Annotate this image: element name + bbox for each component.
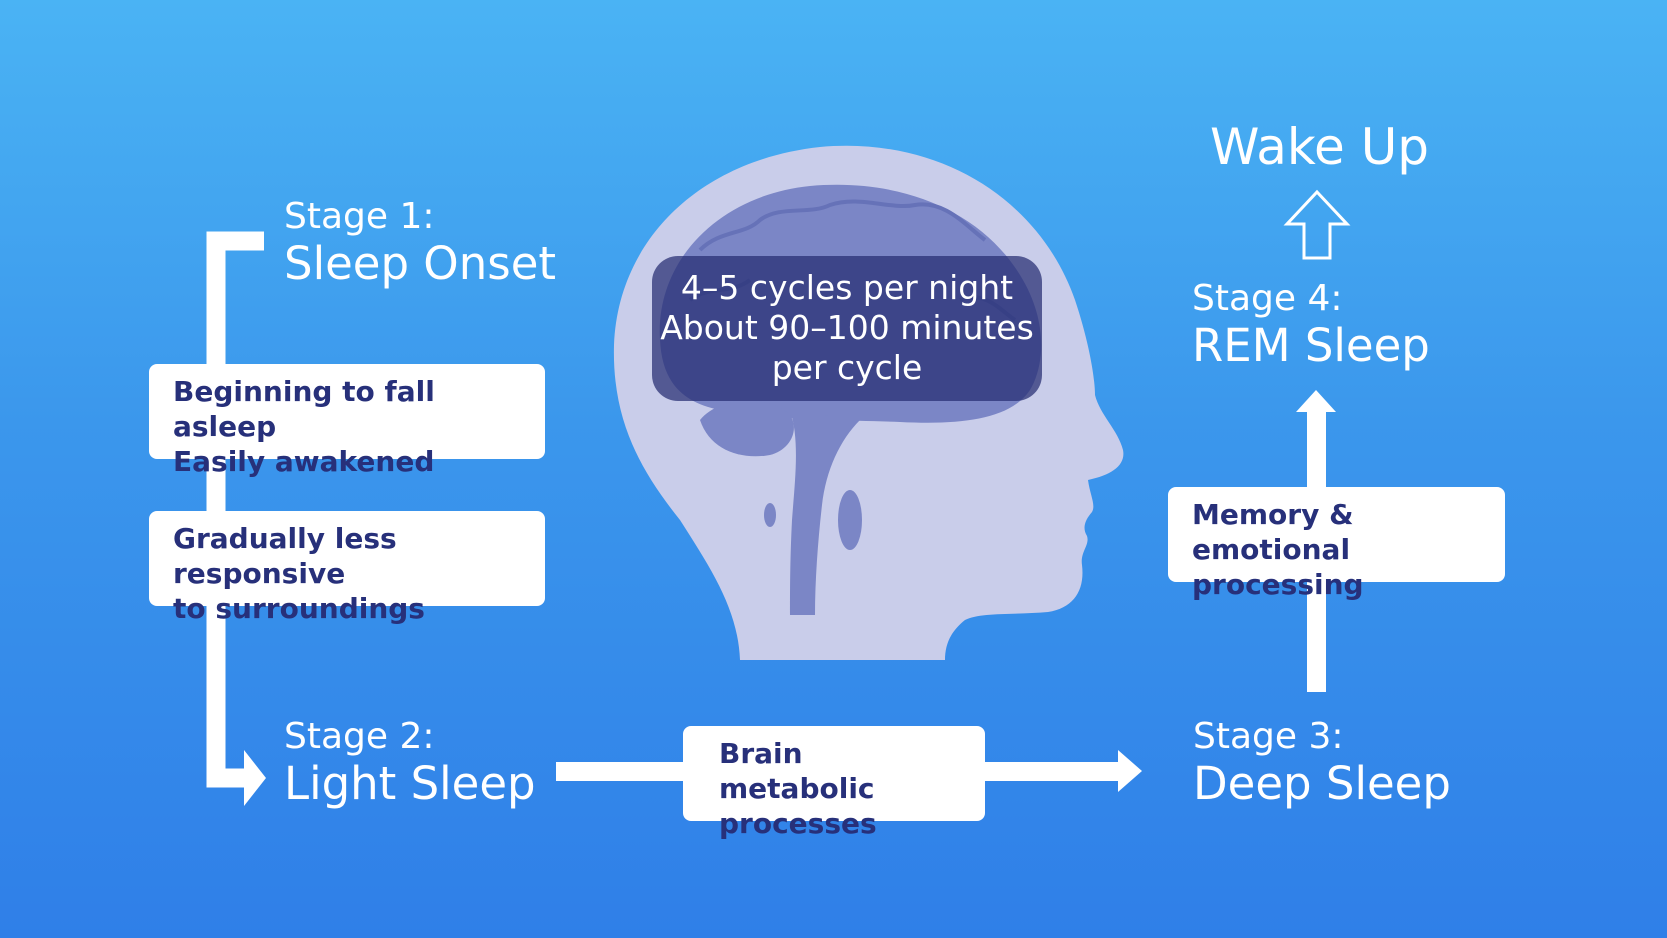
stage4-label: Stage 4: xyxy=(1192,278,1343,319)
card-metabolic: Brain metabolic processes xyxy=(683,726,985,840)
stage2-label: Stage 2: xyxy=(284,716,435,757)
card-memory-line1: Memory & emotional xyxy=(1192,498,1354,566)
cycle-info-line2: About 90–100 minutes xyxy=(660,308,1034,347)
cerebellum xyxy=(700,400,794,457)
wake-up-label: Wake Up xyxy=(1210,118,1430,176)
stage4-title: Stage 4: REM Sleep xyxy=(1192,280,1430,369)
stage4-name: REM Sleep xyxy=(1192,318,1430,372)
card-metabolic-line1: Brain metabolic xyxy=(719,737,875,805)
stage2-title: Stage 2: Light Sleep xyxy=(284,718,536,807)
brain-detail-2 xyxy=(764,503,776,527)
brainstem xyxy=(790,410,860,615)
head-silhouette-icon xyxy=(613,145,1124,660)
stage3-label: Stage 3: xyxy=(1193,716,1344,757)
stage2-name: Light Sleep xyxy=(284,756,536,810)
arrowhead-to-stage3 xyxy=(1118,750,1142,792)
card-memory-line2: processing xyxy=(1192,568,1364,601)
card-less-responsive-line2: to surroundings xyxy=(173,592,425,625)
arrowhead-to-stage2 xyxy=(244,750,266,806)
stage1-label: Stage 1: xyxy=(284,196,435,237)
arrowhead-to-stage4 xyxy=(1296,390,1336,412)
cycle-info-line1: 4–5 cycles per night xyxy=(680,268,1014,307)
card-falling-asleep-line1: Beginning to fall asleep xyxy=(173,375,435,443)
stage3-title: Stage 3: Deep Sleep xyxy=(1193,718,1451,807)
cycle-info-box: 4–5 cycles per night About 90–100 minute… xyxy=(652,256,1042,401)
cycle-info-line3: per cycle xyxy=(771,348,923,387)
card-falling-asleep: Beginning to fall asleep Easily awakened xyxy=(149,364,545,478)
card-falling-asleep-line2: Easily awakened xyxy=(173,445,435,478)
card-less-responsive-line1: Gradually less responsive xyxy=(173,522,397,590)
stage3-name: Deep Sleep xyxy=(1193,756,1451,810)
connector-stage1-to-stage2 xyxy=(206,231,264,788)
stage1-name: Sleep Onset xyxy=(284,236,557,290)
brain-detail xyxy=(838,490,862,550)
card-less-responsive: Gradually less responsive to surrounding… xyxy=(149,511,545,625)
card-memory: Memory & emotional processing xyxy=(1168,487,1505,601)
stage1-title: Stage 1: Sleep Onset xyxy=(284,198,556,287)
up-arrow-outline-icon xyxy=(1283,189,1351,260)
card-metabolic-line2: processes xyxy=(719,807,877,840)
